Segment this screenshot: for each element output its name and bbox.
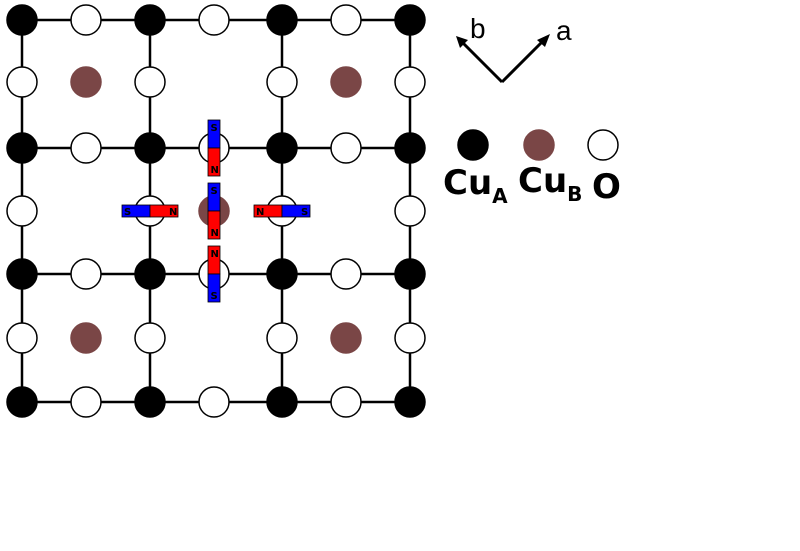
cu-a-atom — [6, 386, 38, 418]
o-atom — [70, 4, 102, 36]
cu-a-atom — [134, 4, 166, 36]
o-atom — [6, 322, 38, 354]
o-atom — [330, 4, 362, 36]
magnet-pole — [281, 204, 311, 218]
magnet-pole — [149, 204, 179, 218]
cu-b-atom-group — [70, 66, 362, 354]
magnet-pole-label: S — [301, 207, 308, 218]
cu-a-atom — [394, 386, 426, 418]
cu-a-atom — [394, 132, 426, 164]
legend: CuA CuB O — [443, 129, 621, 208]
legend-o-label: O — [592, 167, 621, 207]
cu-a-atom — [266, 132, 298, 164]
cu-a-atom — [6, 132, 38, 164]
magnet-pole-label: S — [124, 207, 131, 218]
o-atom — [266, 322, 298, 354]
cu-a-atom — [394, 4, 426, 36]
magnet-pole-label: S — [211, 186, 218, 197]
legend-cu-a-swatch — [457, 129, 489, 161]
o-atom — [330, 258, 362, 290]
cu-b-atom — [70, 66, 102, 98]
axis-a-line — [500, 38, 546, 84]
o-atom — [394, 195, 426, 227]
magnet-pole-label: S — [211, 291, 218, 302]
o-atom-group — [6, 4, 426, 418]
cu-a-atom — [134, 258, 166, 290]
cu-b-atom — [70, 322, 102, 354]
magnet-pole — [207, 147, 221, 177]
axis-b-label: b — [470, 13, 486, 44]
o-atom — [134, 66, 166, 98]
cu-a-atom — [6, 4, 38, 36]
magnet-bottom: NS — [207, 245, 221, 303]
magnet-pole-label: N — [256, 207, 264, 218]
o-atom — [70, 132, 102, 164]
o-atom — [394, 66, 426, 98]
o-atom — [330, 386, 362, 418]
cu-a-atom — [394, 258, 426, 290]
axis-b-arrowhead — [456, 36, 468, 48]
cu-a-atom-group — [6, 4, 426, 418]
o-atom — [70, 386, 102, 418]
crystal-axes: b a — [456, 13, 572, 84]
axis-a-label: a — [556, 15, 572, 46]
axis-b-line — [459, 39, 504, 84]
cu-a-atom — [266, 386, 298, 418]
legend-cu-b-swatch — [523, 129, 555, 161]
magnet-pole-label: N — [211, 228, 219, 239]
magnet-pole — [207, 210, 221, 240]
magnet-pole-label: N — [169, 207, 177, 218]
cu-a-atom — [6, 258, 38, 290]
magnet-pole-label: N — [211, 165, 219, 176]
legend-cu-b-label: CuB — [518, 161, 582, 206]
o-atom — [198, 386, 230, 418]
o-atom — [6, 195, 38, 227]
magnet-pole-label: N — [211, 249, 219, 260]
cu-a-atom — [134, 386, 166, 418]
cu-b-atom — [330, 66, 362, 98]
magnet-center: SN — [207, 182, 221, 240]
magnet-pole-label: S — [211, 123, 218, 134]
legend-cu-a-label: CuA — [443, 163, 508, 208]
axis-a-arrowhead — [537, 34, 550, 47]
magnet-pole — [207, 273, 221, 303]
cu-a-atom — [266, 4, 298, 36]
o-atom — [70, 258, 102, 290]
magnet-top: SN — [207, 119, 221, 177]
o-atom — [134, 322, 166, 354]
o-atom — [394, 322, 426, 354]
legend-o-swatch — [587, 129, 619, 161]
o-atom — [330, 132, 362, 164]
o-atom — [266, 66, 298, 98]
cu-a-atom — [266, 258, 298, 290]
o-atom — [6, 66, 38, 98]
cu-b-atom — [330, 322, 362, 354]
o-atom — [198, 4, 230, 36]
cu-a-atom — [134, 132, 166, 164]
